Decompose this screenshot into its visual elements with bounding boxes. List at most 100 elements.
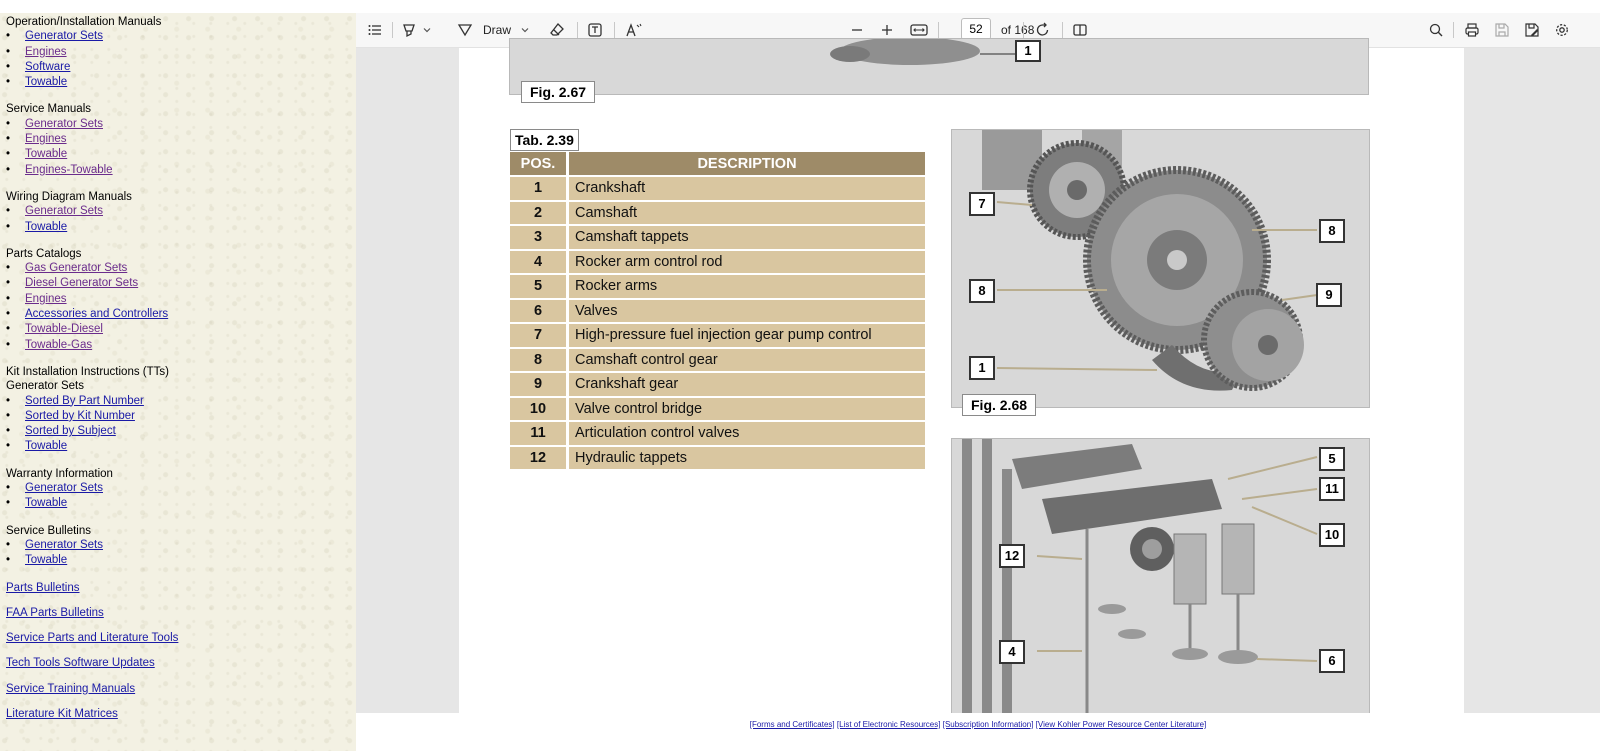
highlight-icon[interactable] (398, 13, 420, 47)
list-item: Engines (6, 132, 356, 148)
link-service-parts-tools[interactable]: Service Parts and Literature Tools (6, 632, 179, 645)
callout-number: 11 (1319, 477, 1345, 501)
link-subscription-information[interactable]: [Subscription Information] (942, 720, 1034, 729)
link-engines[interactable]: Engines (25, 45, 67, 58)
zoom-out-icon[interactable] (846, 13, 868, 47)
sidebar-section: Operation/Installation Manuals Generator… (6, 15, 356, 91)
section-subheading: Generator Sets (6, 380, 84, 393)
list-item: Engines-Towable (6, 163, 356, 179)
pos-cell: 8 (510, 348, 569, 373)
toolbar-divider (1062, 22, 1063, 38)
link-gas-generator-sets[interactable]: Gas Generator Sets (25, 262, 128, 275)
search-icon[interactable] (1424, 13, 1448, 47)
save-as-icon[interactable] (1520, 13, 1544, 47)
description-cell: Camshaft tappets (569, 226, 925, 251)
list-item: Towable (6, 147, 356, 163)
section-heading: Service Manuals (6, 103, 92, 116)
description-cell: Rocker arms (569, 275, 925, 300)
link-engines-towable[interactable]: Engines-Towable (25, 163, 113, 176)
eraser-icon[interactable] (546, 13, 568, 47)
link-engines[interactable]: Engines (25, 133, 67, 146)
callout-number: 8 (969, 279, 995, 303)
link-sorted-by-kit-number[interactable]: Sorted by Kit Number (25, 409, 135, 422)
link-towable[interactable]: Towable (25, 76, 68, 89)
link-generator-sets[interactable]: Generator Sets (25, 117, 103, 130)
description-cell: Articulation control valves (569, 422, 925, 447)
link-view-kohler-literature[interactable]: [View Kohler Power Resource Center Liter… (1035, 720, 1207, 729)
text-box-icon[interactable] (584, 13, 606, 47)
section-heading: Service Bulletins (6, 524, 92, 537)
description-cell: Rocker arm control rod (569, 250, 925, 275)
link-engines[interactable]: Engines (25, 292, 67, 305)
link-towable-diesel[interactable]: Towable-Diesel (25, 323, 103, 336)
link-towable-gas[interactable]: Towable-Gas (25, 338, 93, 351)
link-parts-bulletins[interactable]: Parts Bulletins (6, 581, 80, 594)
link-generator-sets[interactable]: Generator Sets (25, 205, 103, 218)
sidebar-nav: Operation/Installation Manuals Generator… (0, 13, 356, 751)
zoom-in-icon[interactable] (876, 13, 898, 47)
print-icon[interactable] (1460, 13, 1484, 47)
list-item: Towable (6, 496, 356, 512)
link-towable[interactable]: Towable (25, 220, 68, 233)
save-icon[interactable] (1490, 13, 1514, 47)
contents-icon[interactable] (363, 13, 387, 47)
link-towable[interactable]: Towable (25, 440, 68, 453)
draw-icon[interactable] (454, 13, 476, 47)
rotate-icon[interactable] (1031, 13, 1055, 47)
list-item: Generator Sets (6, 204, 356, 220)
pos-cell: 6 (510, 299, 569, 324)
link-towable[interactable]: Towable (25, 554, 68, 567)
section-heading: Operation/Installation Manuals (6, 16, 162, 28)
link-sorted-by-subject[interactable]: Sorted by Subject (25, 425, 116, 438)
link-literature-kit-matrices[interactable]: Literature Kit Matrices (6, 707, 118, 720)
link-diesel-generator-sets[interactable]: Diesel Generator Sets (25, 277, 139, 290)
link-forms-certificates[interactable]: [Forms and Certificates] (749, 720, 835, 729)
link-list: Generator Sets Towable (6, 538, 356, 569)
link-sorted-by-part-number[interactable]: Sorted By Part Number (25, 394, 144, 407)
chevron-down-icon[interactable] (420, 13, 434, 47)
description-cell: Hydraulic tappets (569, 446, 925, 471)
link-generator-sets[interactable]: Generator Sets (25, 482, 103, 495)
callout-number: 9 (1316, 283, 1342, 307)
callout-number: 7 (969, 192, 995, 216)
draw-button-label[interactable]: Draw (482, 23, 511, 37)
link-faa-parts-bulletins[interactable]: FAA Parts Bulletins (6, 606, 104, 619)
list-item: Towable (6, 75, 356, 91)
description-cell: Camshaft (569, 201, 925, 226)
page-view-icon[interactable] (1068, 13, 1092, 47)
table-header-row: POS. DESCRIPTION (510, 152, 925, 177)
pos-cell: 9 (510, 373, 569, 398)
settings-icon[interactable] (1550, 13, 1574, 47)
link-electronic-resources[interactable]: [List of Electronic Resources] (836, 720, 941, 729)
sidebar-section: Wiring Diagram Manuals Generator Sets To… (6, 190, 356, 235)
toolbar-divider (577, 22, 578, 38)
toolbar-divider (392, 22, 393, 38)
figure-gears: 7 8 8 9 1 (951, 129, 1370, 408)
link-towable[interactable]: Towable (25, 148, 68, 161)
fit-width-icon[interactable] (907, 13, 931, 47)
chevron-down-icon[interactable] (518, 13, 532, 47)
link-generator-sets[interactable]: Generator Sets (25, 30, 103, 43)
link-list: Gas Generator Sets Diesel Generator Sets… (6, 261, 356, 353)
link-tech-tools-updates[interactable]: Tech Tools Software Updates (6, 657, 155, 670)
link-generator-sets[interactable]: Generator Sets (25, 538, 103, 551)
page-number-input[interactable] (961, 18, 991, 40)
sidebar-section: Warranty Information Generator Sets Towa… (6, 467, 356, 512)
link-accessories-controllers[interactable]: Accessories and Controllers (25, 308, 169, 321)
link-software[interactable]: Software (25, 60, 71, 73)
pos-cell: 3 (510, 226, 569, 251)
link-service-training-manuals[interactable]: Service Training Manuals (6, 682, 136, 695)
read-aloud-icon[interactable] (622, 13, 646, 47)
list-item: Generator Sets (6, 29, 356, 45)
description-cell: High-pressure fuel injection gear pump c… (569, 324, 925, 349)
figure-label: Fig. 2.68 (962, 394, 1037, 416)
list-item: Sorted By Part Number (6, 394, 356, 410)
link-towable[interactable]: Towable (25, 497, 68, 510)
